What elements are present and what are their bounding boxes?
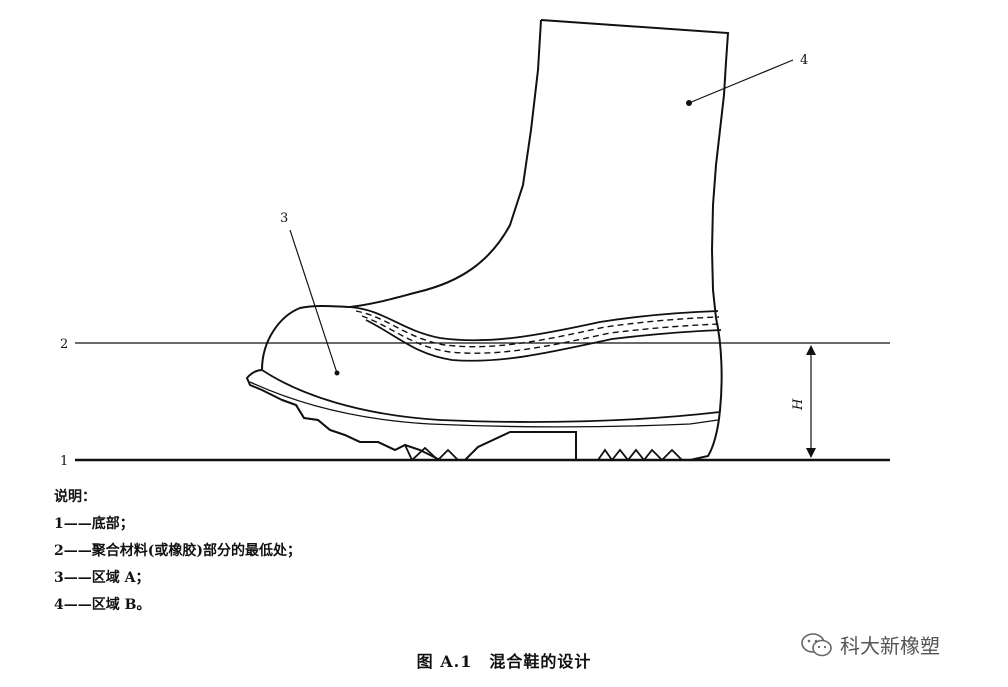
band-line-solid-lower: [365, 319, 722, 362]
label-3: 3: [280, 211, 288, 226]
label-4: 4: [800, 53, 808, 68]
legend-item: 2——聚合材料(或橡胶)部分的最低处；: [54, 543, 301, 559]
band-line-dashed-1: [355, 310, 720, 348]
legend-item: 1——底部；: [54, 516, 134, 532]
height-arrow-bottom: [806, 448, 816, 458]
figure-caption: 图 A.1 混合鞋的设计: [416, 652, 592, 671]
sole-tread-heel: [597, 448, 683, 462]
band-line-solid-upper: [349, 306, 719, 342]
sole-tread-front: [281, 399, 465, 462]
leader-line-zone-a: [289, 229, 338, 374]
watermark: 科大新橡塑: [800, 630, 940, 659]
point-zone-a: [334, 370, 340, 376]
legend-heading: 说明：: [54, 489, 96, 505]
legend-item: 4——区域 B。: [54, 597, 151, 613]
leader-line-zone-b: [688, 59, 794, 104]
label-1: 1: [60, 454, 68, 469]
legend: 说明： 1——底部； 2——聚合材料(或橡胶)部分的最低处； 3——区域 A； …: [54, 484, 301, 619]
boot-shaft-front: [349, 19, 542, 308]
label-h: H: [791, 398, 806, 411]
label-2: 2: [60, 337, 68, 352]
point-zone-b: [686, 100, 692, 106]
legend-item: 3——区域 A；: [54, 570, 150, 586]
height-arrow-top: [806, 345, 816, 355]
wechat-icon: [801, 632, 832, 656]
boot-shaft-outline: [540, 19, 730, 319]
toe-cap-line: [261, 369, 721, 423]
sole-edge-line: [249, 381, 719, 428]
watermark-text: 科大新橡塑: [840, 634, 940, 658]
band-line-dashed-2: [361, 315, 721, 354]
shoe-outline: [245, 305, 723, 461]
